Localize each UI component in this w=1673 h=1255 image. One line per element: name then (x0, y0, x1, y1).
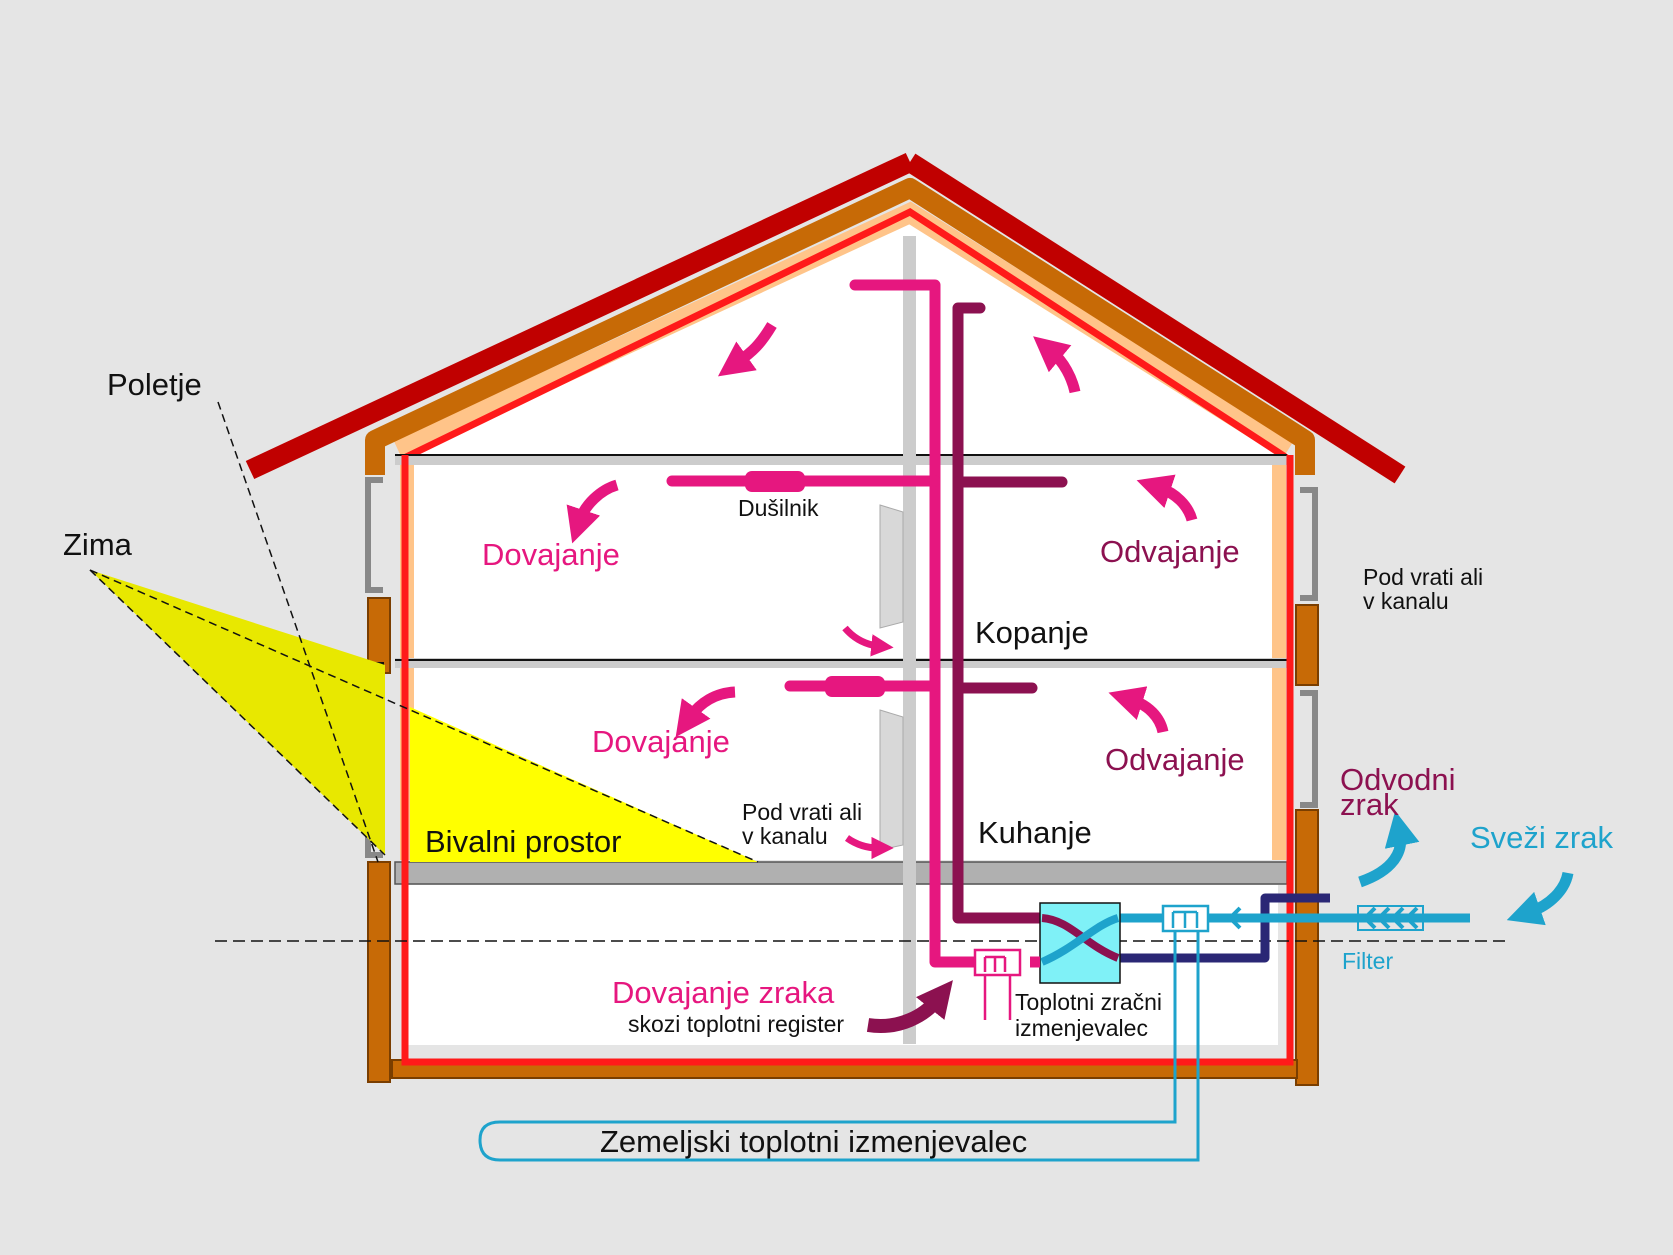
attic-floor (395, 455, 1287, 465)
roof-outer-right (904, 153, 1406, 484)
roof (245, 152, 1406, 484)
basement-room (408, 885, 1278, 1045)
label-dovajanje-top: Dovajanje (482, 537, 620, 572)
roof-outer-left (245, 152, 915, 480)
label-toplotni-zracni-2: izmenjevalec (1015, 1015, 1148, 1041)
upper-supply-arrow (566, 479, 619, 544)
insulation-right-upper (1272, 460, 1286, 658)
label-zima: Zima (63, 527, 133, 562)
winter-line-upper (89, 569, 759, 863)
heat-exchanger-cross-b (1040, 914, 1120, 966)
heat-register-icon (973, 948, 1022, 977)
supply-duct-main (849, 279, 986, 968)
roof-heat-line (398, 207, 1292, 464)
labels: Poletje Zima Bivalni prostor Dušilnik Do… (63, 367, 1613, 1159)
label-svezi-zrak: Sveži zrak (1470, 820, 1613, 855)
middle-floor-slab (395, 658, 1287, 668)
label-kopanje: Kopanje (975, 615, 1089, 650)
heat-register-coil (983, 955, 1007, 972)
roof-wood-layer (365, 178, 1315, 475)
label-bivalni-prostor: Bivalni prostor (425, 824, 621, 859)
label-poletje: Poletje (107, 367, 202, 402)
door-lower (879, 709, 904, 851)
left-window-upper (365, 477, 383, 593)
label-odvajanje-top: Odvajanje (1100, 534, 1240, 569)
outgoing-air-arrow (1358, 810, 1420, 888)
ducts (478, 279, 1470, 1162)
winter-sun-floor (410, 707, 758, 862)
central-interior-wall (903, 236, 916, 1044)
winter-line-lower (89, 569, 386, 856)
door-upper (879, 504, 904, 629)
left-wall-lower (367, 861, 391, 1083)
middle-door-arrow (844, 835, 894, 860)
outgoing-duct (1080, 893, 1330, 963)
attic-exhaust-arrow (1033, 336, 1081, 394)
label-pod-vrati-mid-2: v kanalu (742, 823, 828, 849)
winter-sun-ray (90, 570, 385, 855)
exhaust-duct-main (952, 302, 1046, 924)
right-wall-lower (1295, 809, 1319, 1086)
label-filter: Filter (1342, 948, 1393, 974)
upper-door-arrow (842, 625, 894, 657)
sun-angles (89, 401, 1505, 942)
middle-supply-arrow (675, 686, 736, 738)
label-odvodni-zrak-1: Odvodni (1340, 762, 1455, 797)
right-wall-upper (1295, 604, 1319, 686)
attic-interior (395, 208, 1290, 455)
right-window-lower (1300, 690, 1318, 808)
right-window-upper (1300, 487, 1318, 601)
label-pod-vrati-right-2: v kanalu (1363, 588, 1449, 614)
label-odvodni-zrak-2: zrak (1340, 787, 1399, 822)
label-toplotni-zracni-1: Toplotni zračni (1015, 989, 1162, 1015)
label-dovajanje-mid: Dovajanje (592, 724, 730, 759)
filter-box (1357, 905, 1424, 931)
ground-floor-slab (394, 861, 1288, 885)
label-skozi-register: skozi toplotni register (628, 1011, 844, 1037)
label-pod-vrati-right-1: Pod vrati ali (1363, 564, 1483, 590)
label-pod-vrati-mid-1: Pod vrati ali (742, 799, 862, 825)
attic-supply-arrow (717, 322, 777, 377)
house-walls (306, 477, 1319, 1086)
label-zemeljski: Zemeljski toplotni izmenjevalec (600, 1124, 1027, 1159)
label-dovajanje-zraka: Dovajanje zraka (612, 975, 835, 1010)
summer-line (217, 401, 379, 863)
fresh-air-arrow (1506, 871, 1574, 926)
label-odvajanje-mid: Odvajanje (1105, 742, 1245, 777)
register-supply-arrow (866, 980, 953, 1033)
middle-exhaust-arrow (1108, 686, 1169, 734)
upper-floor-room (408, 462, 1278, 658)
damper-upper (745, 471, 805, 492)
damper-middle (825, 676, 885, 697)
upper-exhaust-arrow (1136, 474, 1198, 522)
label-kuhanje: Kuhanje (978, 815, 1092, 850)
ground-register-coil (1171, 910, 1199, 928)
heat-envelope-line (401, 455, 1294, 1066)
airflow-arrows (566, 322, 1574, 1033)
filter-icon (1227, 906, 1419, 930)
heat-exchanger-cross-a (1041, 914, 1120, 962)
ground-heat-exchanger-loop (478, 931, 1200, 1162)
label-dusilnik: Dušilnik (738, 495, 819, 521)
insulation-right-mid (1272, 668, 1286, 860)
